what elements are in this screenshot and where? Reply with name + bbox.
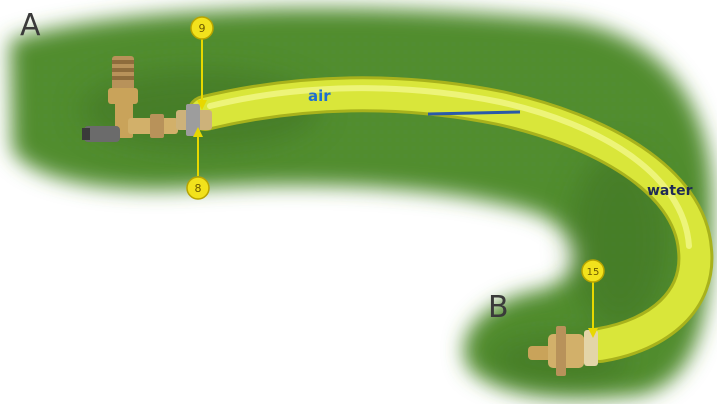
marker-top-label: 9 [199, 22, 206, 35]
marker-right-label: 15 [587, 267, 600, 278]
air-water-boundary [428, 112, 520, 114]
marker-bottom: 8 [187, 177, 209, 199]
end-a-label: A [20, 8, 41, 43]
marker-top: 9 [191, 17, 213, 39]
air-label: air [308, 87, 331, 105]
marker-bottom-label: 8 [195, 182, 202, 195]
water-label: water [647, 183, 693, 199]
end-b-label: B [488, 290, 509, 325]
marker-right: 15 [582, 260, 604, 282]
